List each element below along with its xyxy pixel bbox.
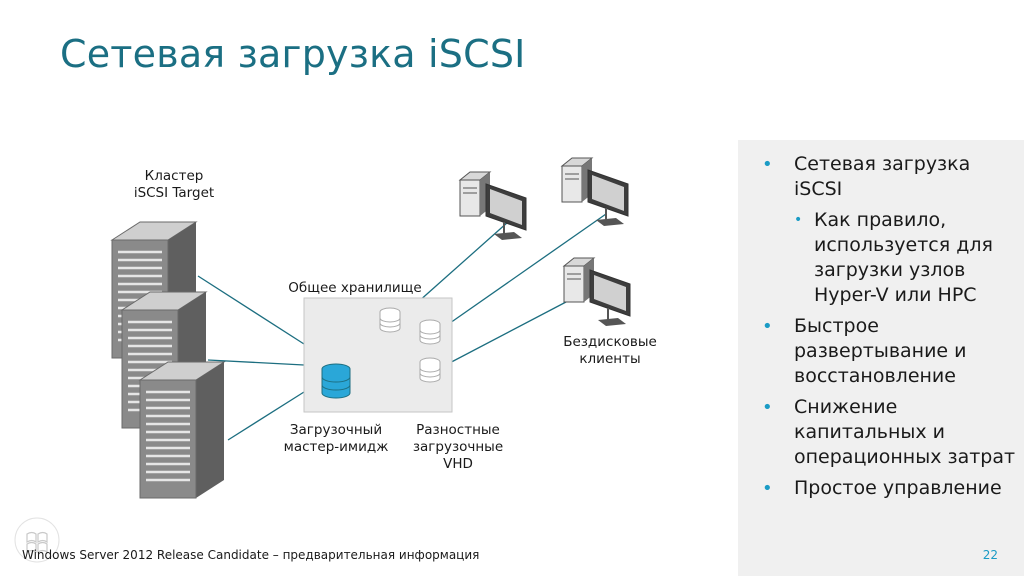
slide-title: Сетевая загрузка iSCSI: [60, 32, 526, 76]
link-server-3: [227, 391, 305, 441]
link-client-3: [439, 301, 567, 369]
bullet-list: Сетевая загрузка iSCSI Как правило, испо…: [760, 152, 1022, 507]
cluster-label: Кластер iSCSI Target: [104, 168, 244, 202]
diff-label-line-1: Разностные: [416, 422, 500, 438]
client-computer-2: [560, 157, 629, 226]
link-server-2: [207, 359, 305, 366]
windows-logo-icon: [14, 517, 60, 563]
diff-label-line-2: загрузочные: [412, 439, 504, 455]
master-label-line-1: Загрузочный: [289, 422, 383, 438]
clients-label: Бездисковые клиенты: [550, 334, 670, 368]
master-image-label: Загрузочный мастер-имидж: [276, 422, 396, 456]
diff-label-line-3: VHD: [443, 456, 473, 472]
storage-label: Общее хранилище: [288, 280, 422, 296]
clients-label-line-2: клиенты: [579, 351, 641, 367]
client-computer-3: [562, 257, 631, 326]
diff-disk-3: [419, 357, 441, 383]
cluster-label-line-2: iSCSI Target: [133, 185, 215, 201]
master-image-disk: [321, 363, 351, 399]
bullet-subitem-1: Как правило, используется для загрузки у…: [760, 208, 1022, 308]
page-number: 22: [982, 548, 998, 562]
diff-disk-1: [379, 307, 401, 333]
bullet-item-4: Простое управление: [760, 476, 1022, 501]
bullet-item-3: Снижение капитальных и операционных затр…: [760, 395, 1022, 470]
footer-text: Windows Server 2012 Release Candidate – …: [22, 548, 480, 562]
iscsi-diagram: [110, 157, 631, 499]
client-computer-1: [458, 171, 527, 240]
bullet-item-2: Быстрое развертывание и восстановление: [760, 314, 1022, 389]
diff-vhd-label: Разностные загрузочные VHD: [398, 422, 518, 473]
bullet-panel: Сетевая загрузка iSCSI Как правило, испо…: [738, 140, 1024, 576]
server-tower-3: [138, 361, 226, 499]
bullet-item-1: Сетевая загрузка iSCSI: [760, 152, 1022, 202]
master-label-line-2: мастер-имидж: [283, 439, 389, 455]
cluster-label-line-1: Кластер: [144, 168, 204, 184]
diff-disk-2: [419, 319, 441, 345]
link-server-1: [197, 275, 305, 345]
link-client-2: [439, 213, 607, 331]
clients-label-line-1: Бездисковые: [563, 334, 657, 350]
